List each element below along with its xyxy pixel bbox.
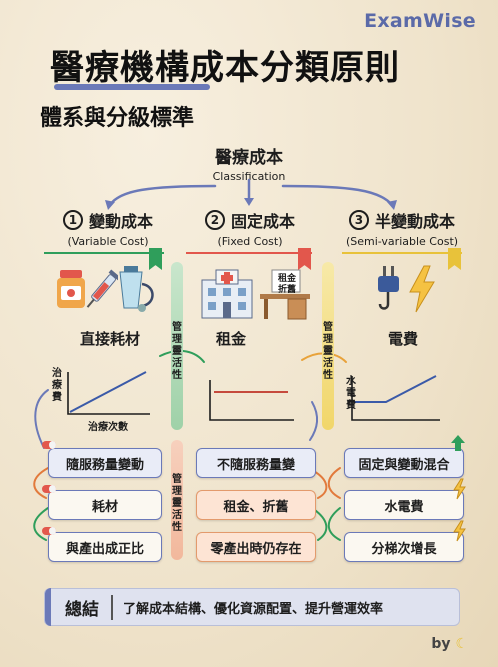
lightning-icon — [409, 265, 435, 313]
chart-y-label: 治療費 — [52, 368, 62, 403]
rent-depreciation-tag: 租金 折舊 — [277, 274, 296, 295]
flexibility-band-orange — [171, 440, 183, 560]
banana-icon: ☾ — [455, 636, 468, 652]
chart-fixed — [209, 380, 294, 421]
pill-capsule-icon — [42, 441, 56, 449]
pill-semi-2: 水電費 — [344, 490, 464, 520]
column-subtitle: (Variable Cost) — [67, 235, 149, 248]
column-title: 固定成本 — [230, 212, 295, 231]
column-title: 變動成本 — [88, 212, 153, 231]
root-title: 醫療成本 — [215, 148, 283, 168]
flexibility-label: 管理靈活性 — [172, 474, 182, 533]
summary-key: 總結 — [65, 594, 113, 620]
chart-semi — [351, 375, 440, 421]
chart-y-label: 水電費 — [346, 376, 356, 411]
pill-variable-1: 隨服務量變動 — [48, 448, 162, 478]
flexibility-band-yellow — [322, 262, 334, 430]
pill-fixed-1: 不隨服務量變 — [196, 448, 316, 478]
flexibility-label: 管理靈活性 — [323, 322, 333, 381]
hospital-building-icon — [201, 269, 253, 319]
page-subtitle: 體系與分級標準 — [40, 106, 195, 131]
column-subtitle: (Fixed Cost) — [217, 235, 283, 248]
desk-icon — [260, 269, 310, 320]
pill-fixed-3: 零產出時仍存在 — [196, 532, 316, 562]
pill-capsule-icon — [42, 527, 56, 535]
pill-variable-2: 耗材 — [48, 490, 162, 520]
bookmark-icon — [448, 248, 461, 270]
bookmark-icon — [298, 248, 311, 270]
column-number: 1 — [62, 210, 83, 230]
syringe-icon — [86, 269, 118, 308]
lightning-icon — [453, 478, 466, 500]
pill-capsule-icon — [42, 485, 56, 493]
column-number: 2 — [204, 210, 225, 230]
column-title: 半變動成本 — [374, 212, 455, 231]
pill-semi-3: 分梯次增長 — [344, 532, 464, 562]
column-rule — [342, 252, 462, 254]
column-rule — [44, 252, 164, 254]
bookmark-icon — [149, 248, 162, 270]
column-subtitle: (Semi-variable Cost) — [345, 235, 459, 248]
column-number: 3 — [348, 210, 369, 230]
connector-left — [108, 184, 217, 207]
byline: by ☾ — [431, 636, 468, 652]
column-semi-header: 3 半變動成本 (Semi-variable Cost) — [322, 208, 482, 248]
flexibility-label: 管理靈活性 — [172, 322, 182, 381]
item-label-consumables: 直接耗材 — [79, 330, 140, 348]
summary-value: 了解成本結構、優化資源配置、提升營運效率 — [123, 601, 384, 617]
byline-text: by — [431, 636, 451, 652]
electric-plug-icon — [378, 266, 399, 310]
item-label-electricity: 電費 — [387, 330, 418, 348]
tube-and-stethoscope-icon — [119, 266, 154, 312]
column-fixed-header: 2 固定成本 (Fixed Cost) — [170, 208, 330, 248]
root-node: 醫療成本 Classification — [0, 143, 498, 183]
item-label-rent: 租金 — [215, 330, 246, 348]
root-subtitle: Classification — [212, 170, 286, 183]
chart-variable — [67, 371, 150, 415]
brand-logo: ExamWise — [364, 10, 476, 32]
pill-semi-1: 固定與變動混合 — [344, 448, 464, 478]
page-title: 醫療機構成本分類原則 — [50, 48, 400, 88]
flexibility-band-green — [171, 262, 183, 430]
column-variable-header: 1 變動成本 (Variable Cost) — [28, 208, 188, 248]
pill-fixed-2: 租金、折舊 — [196, 490, 316, 520]
title-underline — [54, 84, 210, 90]
chart-x-label: 治療次數 — [88, 422, 128, 433]
pill-variable-3: 與產出成正比 — [48, 532, 162, 562]
summary-accent-bar — [45, 588, 51, 626]
up-arrow-icon — [451, 435, 465, 451]
connector-right — [281, 184, 394, 207]
lightning-icon — [453, 520, 466, 542]
column-rule — [186, 252, 312, 254]
summary-box: 總結 了解成本結構、優化資源配置、提升營運效率 — [44, 588, 460, 626]
medicine-bottle-icon — [57, 270, 85, 308]
